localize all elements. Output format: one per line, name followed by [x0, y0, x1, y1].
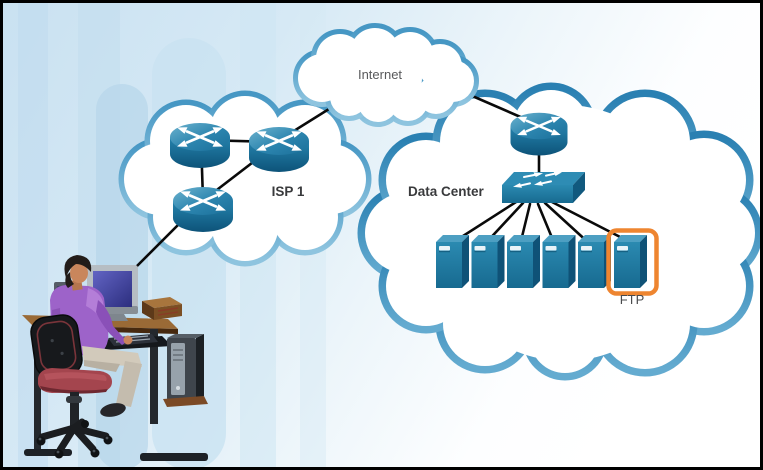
datacenter-label: Data Center	[408, 184, 485, 199]
isp-router-1-icon	[168, 121, 232, 170]
isp-router-2-icon	[247, 125, 311, 174]
datacenter-switch-icon	[502, 171, 585, 203]
server-icon	[542, 235, 576, 288]
isp-label: ISP 1	[272, 184, 305, 199]
server-icon	[578, 235, 611, 288]
person-legs	[82, 346, 142, 417]
books	[142, 297, 182, 320]
isp-cloud	[118, 90, 372, 267]
chair	[30, 314, 113, 459]
internet-label: Internet	[358, 67, 402, 82]
internet-cloud: Internet	[293, 23, 479, 127]
datacenter-cloud	[357, 82, 763, 381]
server-icon	[436, 235, 469, 288]
ftp-server-highlight	[606, 228, 659, 296]
tower-pc	[163, 334, 208, 407]
ftp-label: FTP	[620, 292, 645, 307]
server-icon	[507, 235, 540, 288]
datacenter-router-icon	[509, 111, 569, 157]
workstation-illustration	[22, 255, 208, 461]
isp-router-3-icon	[171, 185, 235, 234]
server-rack	[436, 228, 659, 296]
server-icon	[471, 235, 505, 288]
ftp-server-icon	[614, 235, 647, 288]
